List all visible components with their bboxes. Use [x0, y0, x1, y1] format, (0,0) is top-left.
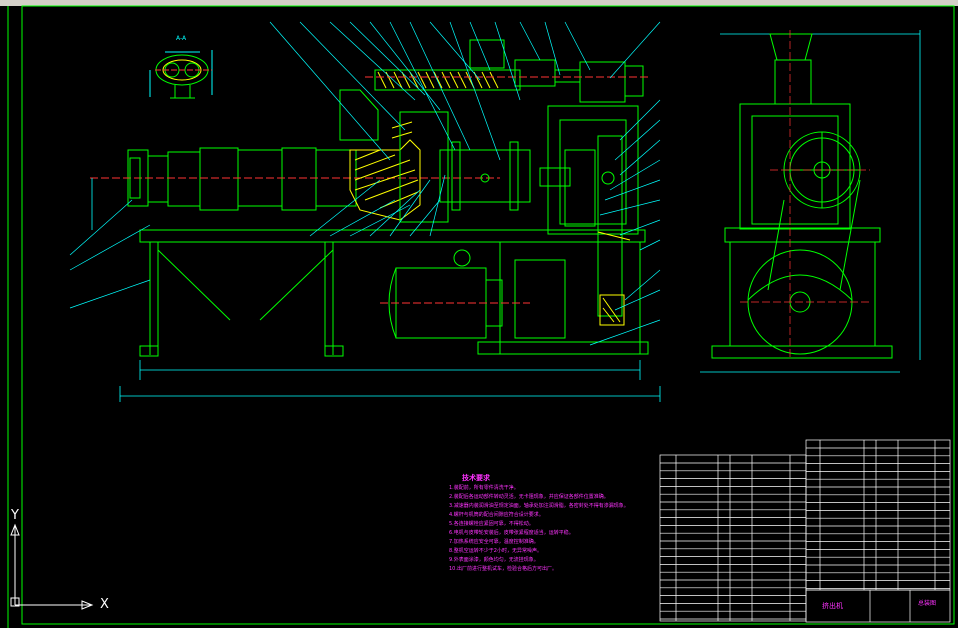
- feed-screw: [339, 39, 650, 141]
- technical-note-line: 2.装配后各运动部件转动灵活，无卡阻现象，并应保证各部件位置准确。: [449, 494, 609, 500]
- side-view: [711, 33, 893, 359]
- toolbar-strip: [0, 0, 958, 6]
- technical-note-line: 10.出厂前进行整机试车，检验合格后方可出厂。: [449, 566, 557, 572]
- technical-notes-title: 技术要求: [462, 474, 490, 482]
- technical-note-line: 8.整机空运转不少于2小时，无异常噪声。: [449, 548, 542, 554]
- technical-note-line: 5.各连接螺栓应紧固可靠，不得松动。: [449, 521, 534, 527]
- drawing-frame: [7, 5, 955, 628]
- technical-note-line: 6.电机与皮带轮安装后，皮带张紧程度适当，运转平稳。: [449, 530, 574, 536]
- title-block-drawing-name: 挤出机: [822, 602, 843, 610]
- gearbox-housing: [399, 111, 531, 223]
- base-frame: [139, 229, 649, 357]
- belt-pulley: [597, 231, 631, 326]
- motor: [380, 249, 530, 339]
- technical-note-line: 4.螺杆与机筒的配合间隙应符合设计要求。: [449, 512, 544, 518]
- drive-frame: [539, 105, 639, 317]
- technical-note-line: 9.外表面涂漆，颜色均匀，无流挂现象。: [449, 557, 539, 563]
- gearbox-section: [349, 121, 421, 221]
- side-view-centerlines: [740, 30, 870, 360]
- ucs-x-label: X: [100, 597, 109, 612]
- section-label: A-A: [176, 35, 187, 42]
- dimension-lines: [91, 30, 921, 402]
- title-block-sheet-label: 总装图: [918, 600, 937, 607]
- ucs-y-label: Y: [11, 508, 19, 523]
- barrel-assembly: [90, 147, 500, 211]
- leader-lines: [69, 21, 661, 346]
- technical-note-line: 7.加热系统应安全可靠，温度控制准确。: [449, 539, 539, 545]
- technical-note-line: 1.装配前，所有零件清洗干净。: [449, 485, 519, 491]
- ucs-icon: [10, 523, 94, 610]
- technical-note-line: 3.减速器内装润滑油至规定油面，轴承处加注润滑脂，各密封处不得有渗漏现象。: [449, 503, 629, 509]
- section-view-a-a: [149, 50, 213, 99]
- parts-list-table: [659, 439, 951, 623]
